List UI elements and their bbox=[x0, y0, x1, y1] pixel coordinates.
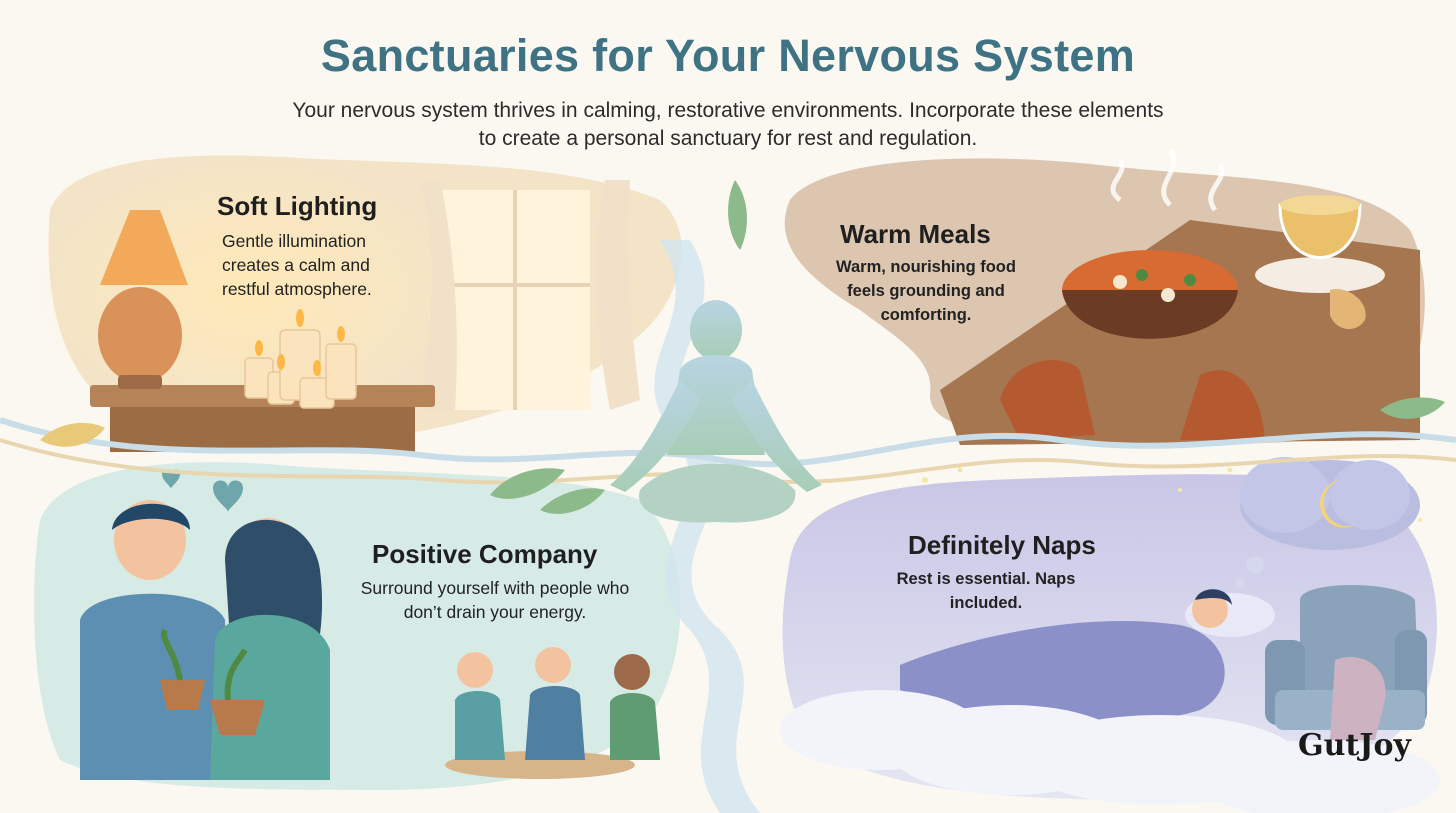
river-illustration bbox=[654, 240, 760, 813]
gutjoy-logo: GutJoy bbox=[1298, 728, 1411, 763]
warm-meals-title: Warm Meals bbox=[840, 219, 991, 249]
tea-cup-illustration bbox=[1255, 195, 1385, 293]
left-sleeve-illustration bbox=[1000, 360, 1095, 440]
friends-group-illustration bbox=[445, 647, 660, 779]
positive-company-panel bbox=[34, 462, 681, 790]
warm-meals-panel bbox=[784, 148, 1425, 445]
clouds-illustration bbox=[780, 690, 1440, 813]
naps-title: Definitely Naps bbox=[908, 530, 1096, 560]
naps-panel bbox=[780, 457, 1440, 813]
positive-company-title: Positive Company bbox=[372, 539, 598, 569]
lamp-illustration bbox=[98, 210, 188, 389]
couple-illustration bbox=[80, 500, 330, 780]
soft-lighting-title: Soft Lighting bbox=[217, 191, 378, 221]
window-illustration bbox=[420, 180, 640, 410]
right-sleeve-illustration bbox=[1180, 370, 1265, 440]
page-subtitle: Your nervous system thrives in calming, … bbox=[292, 99, 1164, 150]
ginger-illustration bbox=[1330, 289, 1366, 330]
leaves-decoration bbox=[40, 180, 1445, 514]
soft-lighting-panel bbox=[30, 150, 682, 452]
armchair-illustration bbox=[1265, 585, 1427, 740]
hearts-illustration bbox=[162, 469, 243, 512]
candles-illustration bbox=[244, 329, 357, 409]
soup-bowl-illustration bbox=[1062, 148, 1238, 339]
positive-company-description: Surround yourself with people who don’t … bbox=[360, 578, 630, 622]
naps-description: Rest is essential. Naps included. bbox=[896, 570, 1076, 612]
meditating-figure-illustration bbox=[610, 300, 822, 523]
warm-meals-description: Warm, nourishing food feels grounding an… bbox=[836, 258, 1016, 324]
wave-line bbox=[0, 417, 1456, 468]
soft-lighting-description: Gentle illumination creates a calm and r… bbox=[222, 231, 372, 299]
moon-cloud-illustration bbox=[1235, 457, 1420, 588]
stars-illustration bbox=[922, 467, 1422, 522]
page-title: Sanctuaries for Your Nervous System bbox=[320, 30, 1136, 81]
sleeping-person-illustration bbox=[900, 589, 1275, 723]
